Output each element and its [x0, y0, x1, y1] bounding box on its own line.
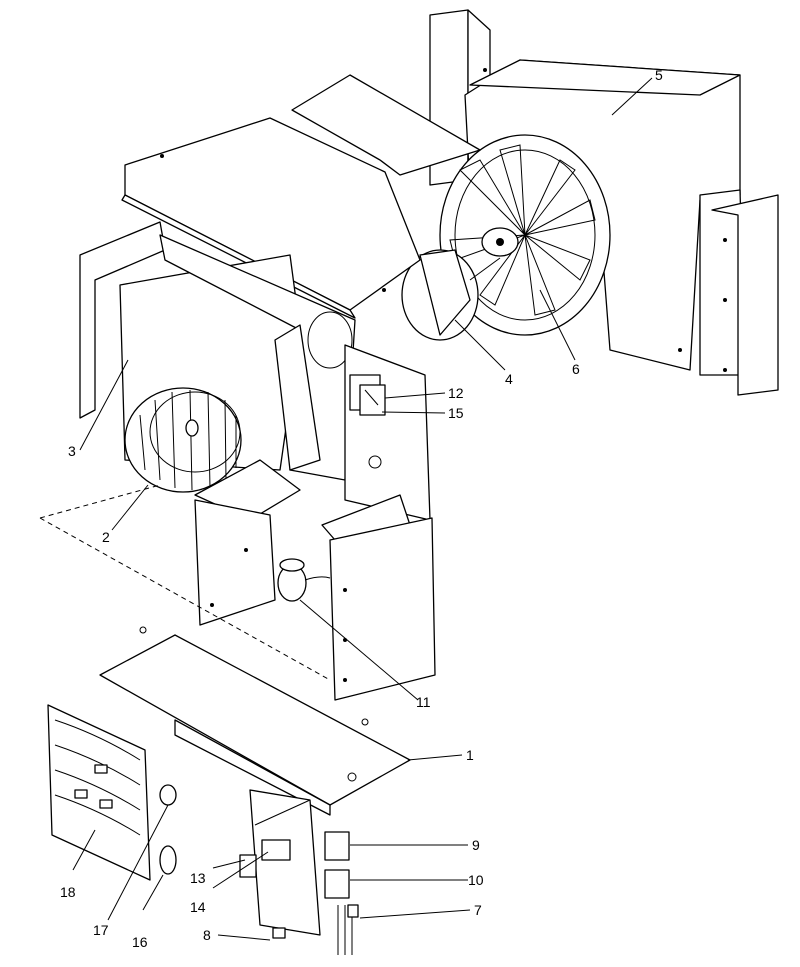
callout-17: 17 [93, 922, 109, 938]
control-panel-box [194, 344, 436, 701]
callout-15: 15 [448, 405, 464, 421]
callout-1: 1 [466, 747, 474, 763]
callout-14: 14 [190, 899, 206, 915]
part-13-14-control-board [239, 789, 321, 936]
callout-4: 4 [505, 371, 513, 387]
part-16-limit-switch [159, 845, 177, 875]
part-6-fan-blade [439, 134, 611, 336]
part-17-thermostat [159, 784, 177, 806]
part-10-switch [324, 869, 350, 899]
callout-12: 12 [448, 385, 464, 401]
callout-3: 3 [68, 443, 76, 459]
part-9-switch [324, 831, 350, 861]
leader-lines [72, 77, 653, 941]
alignment-lines [39, 484, 331, 681]
callout-6: 6 [572, 361, 580, 377]
callout-11: 11 [416, 694, 431, 710]
callout-13: 13 [190, 870, 206, 886]
part-8-screw [272, 927, 286, 939]
callout-labels: 1 2 3 4 5 6 7 8 9 10 11 12 13 14 15 16 1… [60, 67, 663, 950]
callout-7: 7 [474, 902, 482, 918]
top-cover-panel [121, 74, 481, 319]
callout-9: 9 [472, 837, 480, 853]
part-12-15-relay [349, 374, 386, 416]
part-2-blower-wheel [124, 387, 242, 493]
part-11-capacitor [277, 558, 331, 602]
callout-10: 10 [468, 872, 484, 888]
callout-16: 16 [132, 934, 148, 950]
part-4-fan-motor [401, 249, 501, 341]
callout-2: 2 [102, 529, 110, 545]
callout-5: 5 [655, 67, 663, 83]
part-7-wire-harness [337, 904, 359, 955]
callout-18: 18 [60, 884, 76, 900]
part-18-heater-assembly [47, 704, 151, 881]
callout-8: 8 [203, 927, 211, 943]
